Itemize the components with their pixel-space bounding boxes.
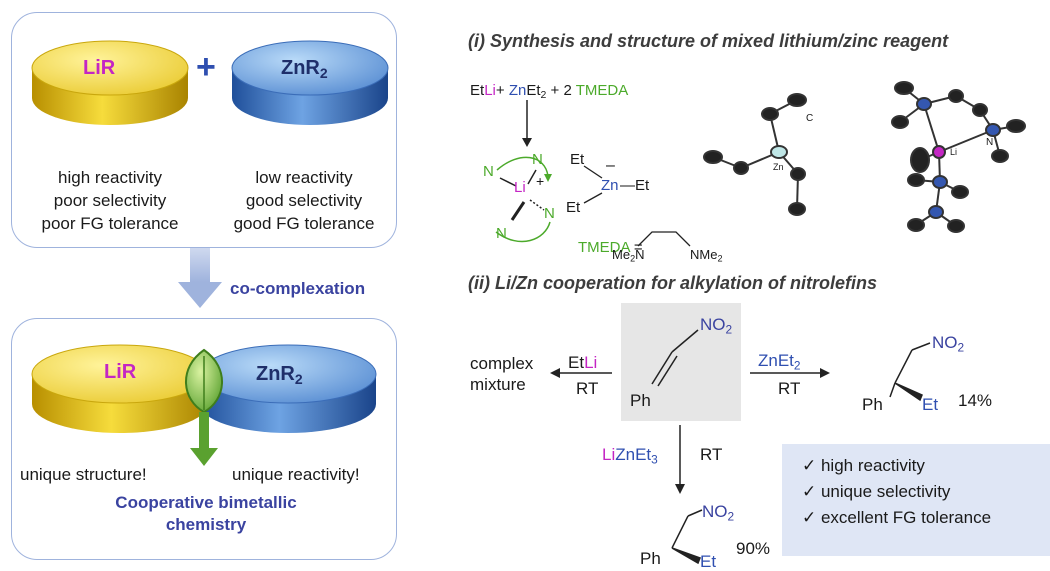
- left-reagent: EtLi: [568, 353, 598, 372]
- cooperation-leaf-icon: [185, 348, 223, 466]
- lir-label: LiR: [83, 57, 116, 79]
- advantages-box: ✓ high reactivity ✓ unique selectivity ✓…: [782, 444, 1050, 556]
- znr2-label: ZnR2: [281, 57, 328, 82]
- znr2-label-bottom: ZnR2: [256, 363, 303, 388]
- znr2-property: good FG tolerance: [233, 214, 375, 233]
- co-complexation-label: co-complexation: [230, 279, 366, 298]
- zincate-minus: –: [606, 157, 615, 174]
- lir-property: poor FG tolerance: [41, 214, 179, 233]
- znr2-property: low reactivity: [255, 168, 353, 187]
- znr2-property: good selectivity: [245, 191, 363, 210]
- substrate-highlight: [621, 303, 741, 421]
- right-condition: RT: [778, 379, 801, 398]
- bottom-product-structure: [671, 509, 703, 565]
- complex-li: Li: [514, 179, 526, 196]
- znet3-crystal-structure: [703, 93, 807, 216]
- complex-n-1: N: [483, 163, 494, 180]
- advantage-item: ✓ unique selectivity: [802, 482, 951, 501]
- right-product-yield: 14%: [958, 391, 993, 410]
- down-reagent: LiZnEt3: [602, 445, 658, 467]
- down-product-yield: 90%: [736, 539, 771, 558]
- advantage-item: ✓ excellent FG tolerance: [802, 508, 992, 527]
- advantage-item: ✓ high reactivity: [802, 456, 925, 475]
- lir-property: poor selectivity: [53, 191, 167, 210]
- section-ii-title: (ii) Li/Zn cooperation for alkylation of…: [468, 273, 878, 293]
- section-i-title: (i) Synthesis and structure of mixed lit…: [468, 31, 949, 51]
- substrate-no2: NO2: [700, 315, 733, 337]
- tmeda-left-amine: Me2N: [612, 247, 645, 264]
- tmeda-structure: [637, 231, 691, 247]
- nitrostyrene-structure: [651, 329, 699, 387]
- lir-property: high reactivity: [58, 168, 162, 187]
- znr2-properties: low reactivity good selectivity good FG …: [212, 166, 396, 235]
- crystal-label-zn: Zn: [773, 162, 784, 172]
- complex-n-2: N: [532, 151, 543, 168]
- right-product-et: Et: [922, 395, 939, 414]
- li-tmeda-complex: [495, 156, 552, 243]
- right-reagent: ZnEt2: [758, 351, 801, 373]
- crystal-label-li: Li: [950, 147, 958, 157]
- plus-sign: +: [196, 48, 216, 86]
- complex-n-4: N: [496, 225, 507, 242]
- znr2-disc-bottom: [199, 344, 377, 433]
- zincate-et-top: Et: [570, 151, 585, 168]
- down-product-no2: NO2: [702, 502, 735, 524]
- crystal-label-n: N: [986, 137, 994, 148]
- zincate-zn: Zn: [601, 177, 619, 194]
- tmeda-definition: TMEDA =: [578, 239, 643, 256]
- lir-label-bottom: LiR: [104, 361, 137, 383]
- li-tmeda-crystal-structure: [891, 81, 1026, 233]
- right-product-structure: [889, 342, 931, 402]
- zincate-et-right: —Et: [620, 177, 650, 194]
- complex-n-3: N: [544, 205, 555, 222]
- lir-properties: high reactivity poor selectivity poor FG…: [18, 166, 202, 235]
- tmeda-right-amine: NMe2: [690, 247, 723, 264]
- unique-structure-caption: unique structure!: [20, 465, 147, 484]
- lir-disc: [31, 40, 189, 125]
- complex-mixture-product: complex mixture: [470, 354, 534, 394]
- znr2-disc: [231, 40, 389, 125]
- left-condition: RT: [576, 379, 599, 398]
- right-product-no2: NO2: [932, 333, 965, 355]
- down-condition: RT: [700, 445, 723, 464]
- zincate-et-bottom: Et: [566, 199, 581, 216]
- synthesis-reaction: EtLi+ ZnEt2 + 2 TMEDA: [470, 82, 629, 102]
- conclusion-text: Cooperative bimetallic chemistry: [115, 493, 297, 534]
- triethylzincate: [583, 165, 603, 204]
- co-complexation-arrow: [178, 248, 222, 308]
- unique-reactivity-caption: unique reactivity!: [232, 465, 360, 484]
- down-product-et: Et: [700, 552, 717, 571]
- substrate-ph: Ph: [630, 391, 651, 410]
- down-product-ph: Ph: [640, 549, 661, 568]
- crystal-label-c: C: [806, 113, 814, 124]
- right-product-ph: Ph: [862, 395, 883, 414]
- complex-plus: +: [536, 173, 545, 189]
